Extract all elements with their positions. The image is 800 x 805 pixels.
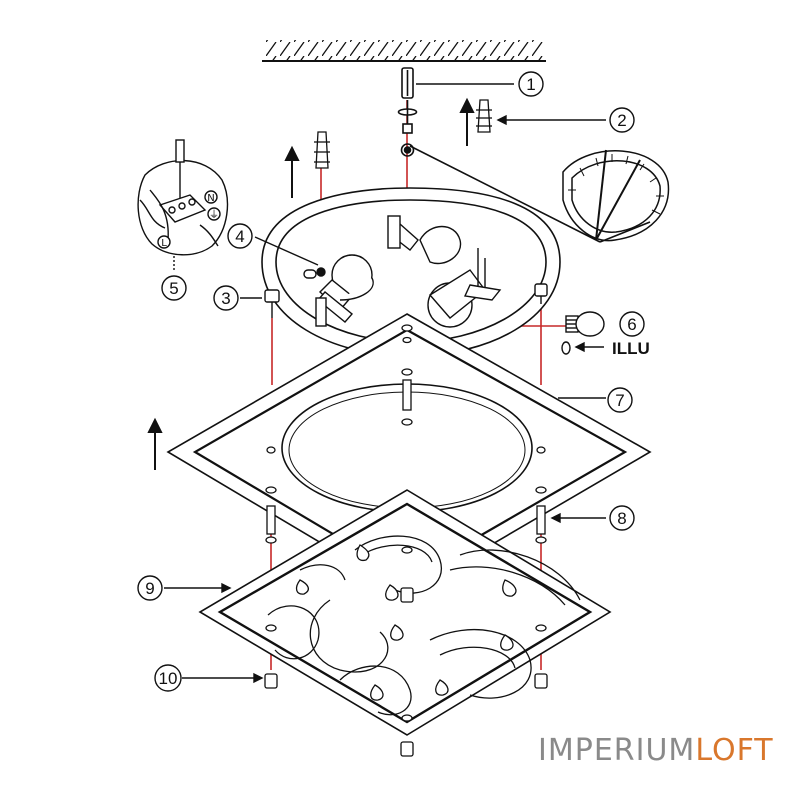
callout-6: 6 <box>619 311 645 337</box>
wall-plug <box>476 99 492 133</box>
callout-1: 1 <box>518 71 544 97</box>
callout-2: 2 <box>609 107 635 133</box>
callout-9: 9 <box>137 575 163 601</box>
callout-4: 4 <box>227 223 253 249</box>
callout-7: 7 <box>607 387 633 413</box>
svg-text:5: 5 <box>169 279 178 298</box>
panel-hardware <box>264 546 548 757</box>
svg-text:4: 4 <box>235 227 244 246</box>
ceiling-screw-part <box>397 67 418 157</box>
mounting-ring-detail <box>409 145 670 243</box>
svg-text:9: 9 <box>145 579 154 598</box>
frame-hardware <box>265 324 547 544</box>
svg-text:1: 1 <box>526 75 535 94</box>
terminal-earth-label: ⏚ <box>209 209 219 221</box>
up-arrow-icon <box>147 97 475 470</box>
svg-text:8: 8 <box>617 509 626 528</box>
callout-8: 8 <box>609 505 635 531</box>
svg-text:7: 7 <box>615 391 624 410</box>
decor-glass-panel <box>198 489 612 736</box>
callout-10: 10 <box>154 664 182 692</box>
watermark-part2: LOFT <box>695 733 774 768</box>
leader-lines <box>164 83 606 684</box>
callout-5: 5 <box>161 275 187 301</box>
bulb-icon <box>561 311 605 355</box>
terminal-n-label: N <box>207 193 214 204</box>
wall-plug-left <box>314 131 330 169</box>
ceiling <box>262 40 546 62</box>
watermark-part1: IMPERIUM <box>538 733 696 768</box>
holder-screws <box>264 267 548 327</box>
callout-3: 3 <box>213 285 239 311</box>
svg-text:10: 10 <box>159 669 178 688</box>
wiring-detail <box>137 139 229 270</box>
watermark-logo: IMPERIUMLOFT <box>538 733 774 768</box>
svg-text:3: 3 <box>221 289 230 308</box>
svg-text:6: 6 <box>627 315 636 334</box>
decor-swirls <box>267 535 581 716</box>
svg-text:2: 2 <box>617 111 626 130</box>
illu-label: ILLU <box>612 339 650 358</box>
terminal-l-label: L <box>161 238 167 249</box>
